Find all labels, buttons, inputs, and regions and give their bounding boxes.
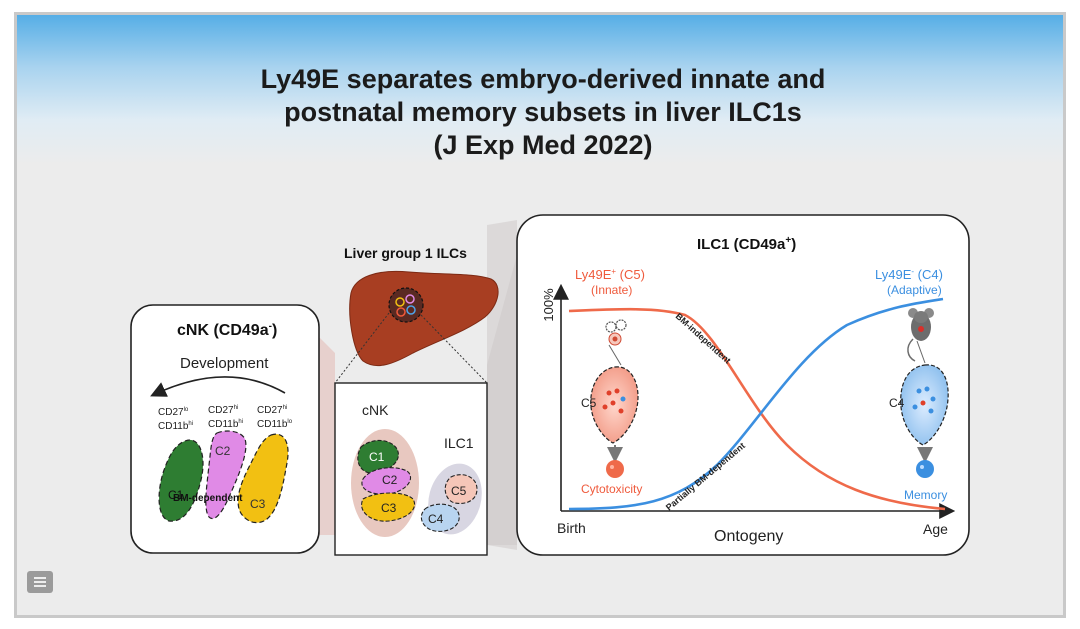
bm-dependent-label: BM-dependent	[173, 493, 243, 504]
memory-icon-dot	[920, 465, 924, 469]
y-axis-label: 100%	[541, 288, 556, 322]
inset-c3-blob	[361, 492, 415, 522]
c5-dot	[620, 396, 626, 402]
cluster-c2-label: C2	[215, 444, 231, 458]
title-band	[17, 15, 1063, 165]
cluster-c2-blob	[205, 430, 247, 520]
c5-dot	[610, 400, 616, 406]
c5-dot	[614, 388, 620, 394]
diagram-canvas: cNK (CD49a-) Development CD27lo CD11bhi …	[130, 214, 970, 556]
development-label: Development	[180, 355, 269, 372]
slide-menu-button[interactable]	[27, 571, 53, 593]
cytotoxicity-label: Cytotoxicity	[581, 482, 642, 496]
c5-dot	[618, 408, 624, 414]
c5-dot	[602, 404, 608, 410]
marker-2-cd11b: CD11bhi	[208, 419, 243, 430]
inset-c4-label: C4	[428, 512, 444, 526]
liver-cell-pink	[405, 294, 415, 304]
liver-cell-red	[396, 307, 406, 317]
zoom-wedge-right-shade	[487, 255, 517, 545]
menu-icon-bar	[34, 581, 46, 583]
inset-c1-label: C1	[369, 450, 385, 464]
cnk-panel-title: cNK (CD49a-)	[177, 321, 277, 339]
slide-title: Ly49E separates embryo-derived innate an…	[17, 63, 1063, 162]
innate-subtitle: (Innate)	[591, 283, 632, 297]
c5-cell-label: C5	[581, 396, 597, 410]
c4-dot	[920, 400, 926, 406]
c4-dot	[924, 386, 930, 392]
adaptive-population-label: Ly49E- (C4)	[875, 267, 943, 282]
zoom-wedge-left	[317, 335, 335, 535]
inset-c4-blob	[420, 503, 460, 532]
adaptive-rise-curve	[568, 297, 944, 511]
embryo-illustration	[605, 319, 627, 366]
liver-zoom-circle	[388, 287, 424, 323]
title-line-1: Ly49E separates embryo-derived innate an…	[260, 64, 826, 94]
memory-label: Memory	[904, 488, 947, 502]
marker-1-cd27: CD27lo	[158, 407, 189, 418]
menu-icon-bar	[34, 577, 46, 579]
menu-icon-bar	[34, 585, 46, 587]
inset-c2-blob	[361, 467, 411, 495]
development-arrow	[150, 376, 286, 397]
cluster-c3-label: C3	[250, 497, 266, 511]
inset-c3-label: C3	[381, 501, 397, 515]
x-axis-start-label: Birth	[557, 520, 586, 536]
c4-dot	[928, 408, 934, 414]
marker-3-cd27: CD27hi	[257, 405, 287, 416]
title-line-3: (J Exp Med 2022)	[433, 130, 653, 160]
cluster-c1-blob	[158, 439, 204, 522]
c4-cell-label: C4	[889, 396, 905, 410]
c4-dot	[912, 404, 918, 410]
c4-dot	[930, 396, 936, 402]
marker-2-cd27: CD27hi	[208, 405, 238, 416]
cluster-c1-label: C1	[168, 488, 184, 502]
cytotoxicity-icon	[606, 460, 624, 478]
ilc1-panel-title: ILC1 (CD49a+)	[697, 235, 796, 253]
presentation-slide: Ly49E separates embryo-derived innate an…	[14, 12, 1066, 618]
inset-c2-label: C2	[382, 473, 398, 487]
inset-c1-blob	[357, 439, 399, 474]
marker-3-cd11b: CD11blo	[257, 419, 293, 430]
inset-c5-label: C5	[451, 484, 467, 498]
cluster-c3-blob	[237, 433, 289, 524]
liver-zoom-line-left	[334, 312, 390, 384]
liver-cell-yellow	[395, 297, 405, 307]
innate-population-label: Ly49E+ (C5)	[575, 267, 645, 282]
liver-label: Liver group 1 ILCs	[344, 245, 467, 261]
x-axis-label: Ontogeny	[714, 528, 783, 545]
adaptive-subtitle: (Adaptive)	[887, 283, 942, 297]
inset-c5-blob	[444, 474, 478, 505]
marker-1-cd11b: CD11bhi	[158, 421, 193, 432]
c4-dot	[916, 388, 922, 394]
inset-cnk-label: cNK	[362, 402, 389, 418]
cytotoxicity-icon-dot	[610, 465, 614, 469]
mouse-illustration	[907, 308, 934, 364]
c5-dot	[606, 390, 612, 396]
title-line-2: postnatal memory subsets in liver ILC1s	[284, 97, 802, 127]
x-axis-end-label: Age	[923, 521, 948, 537]
innate-decline-curve	[568, 307, 946, 511]
inset-ilc1-label: ILC1	[444, 435, 474, 451]
memory-icon	[916, 460, 934, 478]
liver-cell-blue	[406, 305, 416, 315]
